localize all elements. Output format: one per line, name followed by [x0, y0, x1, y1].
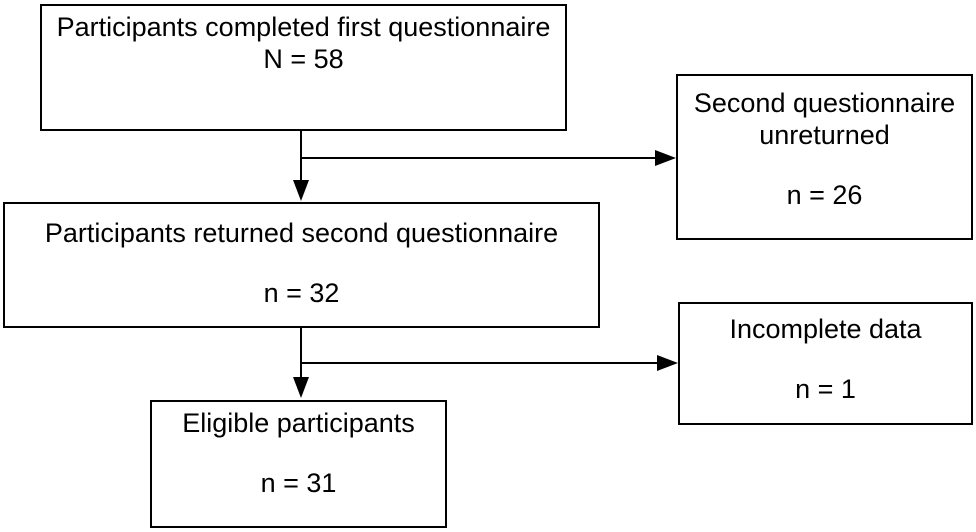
edge-returned-to-eligible-arrow: [293, 328, 309, 398]
edge-returned-to-incomplete-arrow: [301, 355, 678, 371]
flow-box-first-questionnaire: Participants completed first questionnai…: [40, 4, 567, 131]
box-count: n = 1: [795, 374, 856, 404]
box-label: Second questionnaire unreturned: [693, 88, 956, 150]
edge-first-to-unreturned-arrow: [301, 150, 676, 166]
flow-box-returned-second-questionnaire: Participants returned second questionnai…: [3, 202, 600, 328]
box-label: Eligible participants: [182, 408, 415, 438]
box-label: Participants returned second questionnai…: [44, 218, 559, 248]
edge-first-to-returned-arrow: [293, 131, 309, 201]
flow-box-incomplete-data: Incomplete data n = 1: [678, 302, 973, 425]
box-label: Participants completed first questionnai…: [56, 12, 551, 42]
flow-box-eligible-participants: Eligible participants n = 31: [150, 400, 447, 528]
box-count: n = 32: [263, 278, 340, 308]
box-count: N = 58: [263, 44, 344, 74]
box-label: Incomplete data: [729, 314, 922, 344]
box-count: n = 31: [260, 468, 337, 498]
flow-box-second-questionnaire-unreturned: Second questionnaire unreturned n = 26: [676, 74, 973, 240]
box-count: n = 26: [786, 180, 863, 210]
